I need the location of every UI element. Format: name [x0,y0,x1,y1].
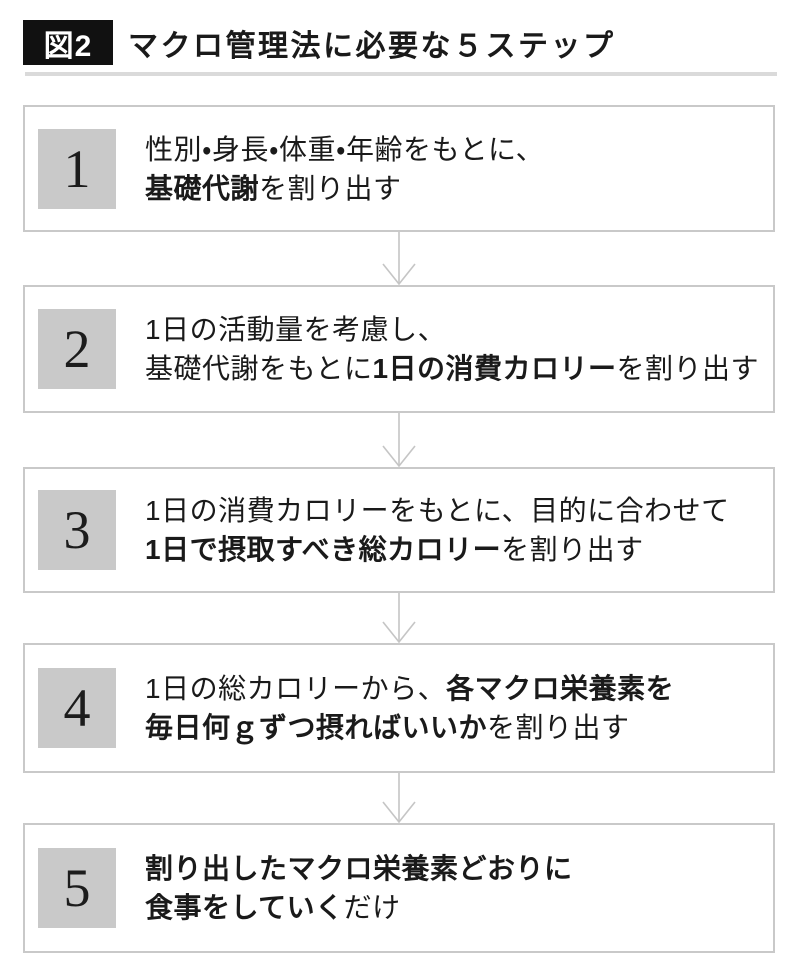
text-segment: 1日の総カロリーから、 [145,673,447,704]
text-segment: 基礎代謝をもとに [145,353,373,384]
text-segment-bold: 1日で摂取すべき総カロリー [145,534,502,565]
step-4-text: 1日の総カロリーから、各マクロ栄養素を 毎日何ｇずつ摂ればいいかを割り出す [145,669,674,747]
step-5-number-badge: 5 [38,848,116,928]
text-segment: 1日の活動量を考慮し、 [145,314,447,345]
text-segment: を割り出す [616,353,760,384]
step-3-number-badge: 3 [38,490,116,570]
step-2-line-2: 基礎代謝をもとに1日の消費カロリーを割り出す [145,349,759,388]
step-5-line-2: 食事をしていくだけ [145,888,573,927]
step-1-number-badge: 1 [38,128,116,209]
step-5-line-1: 割り出したマクロ栄養素どおりに [145,849,573,888]
text-segment-bold: 1日の消費カロリー [372,353,617,384]
step-3-text: 1日の消費カロリーをもとに、目的に合わせて 1日で摂取すべき総カロリーを割り出す [145,491,730,569]
text-segment: を割り出す [487,712,630,743]
text-segment-bold: 基礎代謝 [145,172,260,204]
step-4-number-badge: 4 [38,668,116,748]
step-2-number-badge: 2 [38,309,116,389]
text-segment-bold: 食事をしていく [145,892,344,923]
step-2-text: 1日の活動量を考慮し、 基礎代謝をもとに1日の消費カロリーを割り出す [145,310,759,388]
text-segment-bold: 各マクロ栄養素を [446,673,675,704]
step-2-line-1: 1日の活動量を考慮し、 [145,310,759,349]
figure-title: マクロ管理法に必要な５ステップ [128,29,616,63]
step-1-text: 性別・身長・体重・年齢をもとに、 基礎代謝を割り出す [145,130,544,208]
text-segment: 性別・身長・体重・年齢をもとに、 [145,133,545,165]
text-segment-bold: 割り出したマクロ栄養素どおりに [145,853,573,884]
step-1-box: 1 性別・身長・体重・年齢をもとに、 基礎代謝を割り出す [23,105,775,232]
step-5-box: 5 割り出したマクロ栄養素どおりに 食事をしていくだけ [23,823,775,953]
step-2-box: 2 1日の活動量を考慮し、 基礎代謝をもとに1日の消費カロリーを割り出す [23,285,775,413]
chevron-down-arrow-icon [381,413,417,467]
chevron-down-arrow-icon [381,593,417,643]
text-segment: だけ [343,892,401,923]
step-1-line-1: 性別・身長・体重・年齢をもとに、 [145,130,544,169]
step-1-line-2: 基礎代謝を割り出す [145,169,544,208]
header-rule [25,72,777,76]
figure-number-label: 図2 [23,20,113,65]
text-segment: 1日の消費カロリーをもとに、目的に合わせて [145,495,730,526]
step-5-text: 割り出したマクロ栄養素どおりに 食事をしていくだけ [145,849,573,927]
step-4-box: 4 1日の総カロリーから、各マクロ栄養素を 毎日何ｇずつ摂ればいいかを割り出す [23,643,775,773]
step-3-line-2: 1日で摂取すべき総カロリーを割り出す [145,530,730,569]
step-3-line-1: 1日の消費カロリーをもとに、目的に合わせて [145,491,730,530]
text-segment: を割り出す [259,172,402,204]
chevron-down-arrow-icon [381,232,417,285]
step-4-line-2: 毎日何ｇずつ摂ればいいかを割り出す [145,708,674,747]
step-3-box: 3 1日の消費カロリーをもとに、目的に合わせて 1日で摂取すべき総カロリーを割り… [23,467,775,593]
step-4-line-1: 1日の総カロリーから、各マクロ栄養素を [145,669,674,708]
text-segment: を割り出す [501,534,644,565]
chevron-down-arrow-icon [381,773,417,823]
text-segment-bold: 毎日何ｇずつ摂ればいいか [145,712,488,743]
